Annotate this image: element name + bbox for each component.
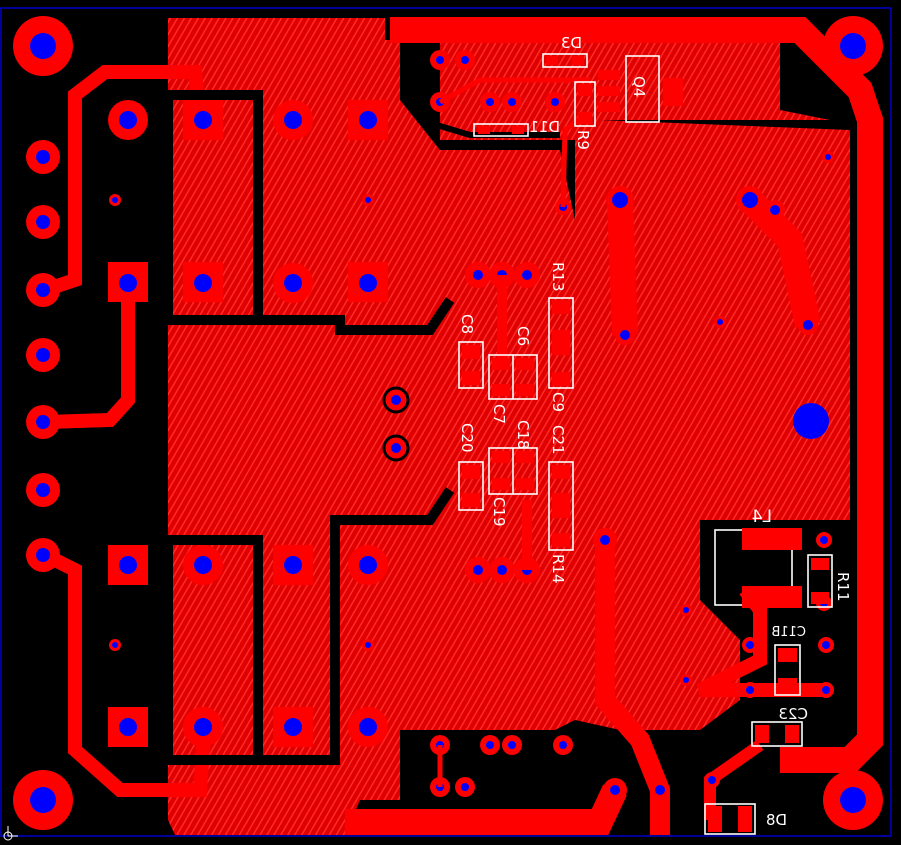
- mounting-hole-tr: [823, 16, 883, 76]
- gap-lower-mid: [253, 487, 455, 765]
- copper-pour-top-right: [440, 40, 830, 140]
- power-pads-bottom: [108, 545, 388, 747]
- label-D3: D3: [561, 34, 582, 52]
- component-R13: [548, 297, 574, 389]
- mounting-hole-br: [823, 770, 883, 830]
- edge-connector-pads: [26, 140, 60, 572]
- component-C19-C18: [488, 447, 538, 495]
- trace-right-diag: [740, 190, 821, 328]
- trace-top-border: [390, 17, 883, 773]
- trace-right-vert: [607, 199, 638, 336]
- label-C21: C21: [549, 425, 567, 455]
- trace-left-loop: [42, 65, 207, 297]
- copper-pour-right: [575, 120, 850, 730]
- component-C23: [751, 721, 803, 747]
- mounting-hole-tl: [13, 16, 73, 76]
- trace-left-mid: [44, 285, 135, 429]
- label-C8: C8: [458, 314, 476, 334]
- component-L4: [714, 528, 802, 608]
- component-R14: [548, 461, 574, 551]
- label-L4: L4: [752, 507, 772, 527]
- component-D3: [542, 53, 588, 68]
- label-C18: C18: [514, 420, 532, 450]
- label-D8: D8: [766, 811, 787, 829]
- label-C23: C23: [778, 705, 808, 723]
- trace-bottom-right: [595, 540, 670, 835]
- component-C11B: [774, 644, 801, 696]
- component-C7-C6: [488, 354, 538, 400]
- component-C20: [458, 461, 484, 511]
- label-Q4: Q4: [630, 76, 648, 97]
- label-R14: R14: [549, 554, 567, 584]
- power-pads-top: [108, 100, 388, 303]
- label-C11B: C11B: [771, 625, 806, 640]
- component-R11: [807, 554, 833, 608]
- through-hole-pads: [382, 50, 834, 802]
- origin-marker-icon: [3, 826, 18, 841]
- copper-pour-left: [168, 18, 575, 835]
- label-R9: R9: [574, 130, 592, 150]
- label-C19: C19: [490, 497, 508, 527]
- label-C20: C20: [458, 423, 476, 453]
- mounting-hole-bl: [13, 770, 73, 830]
- trace-q4: [438, 77, 590, 105]
- label-C7: C7: [490, 404, 508, 424]
- component-D11: [473, 123, 529, 137]
- trace-left-bottom: [41, 548, 212, 797]
- label-C9: C9: [549, 392, 567, 412]
- small-vias: [109, 151, 834, 686]
- label-D11: D11: [529, 118, 560, 136]
- label-R13: R13: [549, 262, 567, 292]
- gap-upper-mid: [253, 95, 455, 335]
- label-R11: R11: [834, 572, 852, 602]
- gap-q4-area: [417, 60, 560, 138]
- silkscreen-labels: D3 Q4 D11 R9 R13 C8 C6 C7 C9 C20 C18 C21…: [458, 34, 852, 829]
- label-C6: C6: [514, 326, 532, 346]
- component-C8: [458, 341, 484, 389]
- component-Q4: [598, 55, 683, 123]
- component-R9: [574, 81, 596, 127]
- component-D8: [704, 803, 756, 835]
